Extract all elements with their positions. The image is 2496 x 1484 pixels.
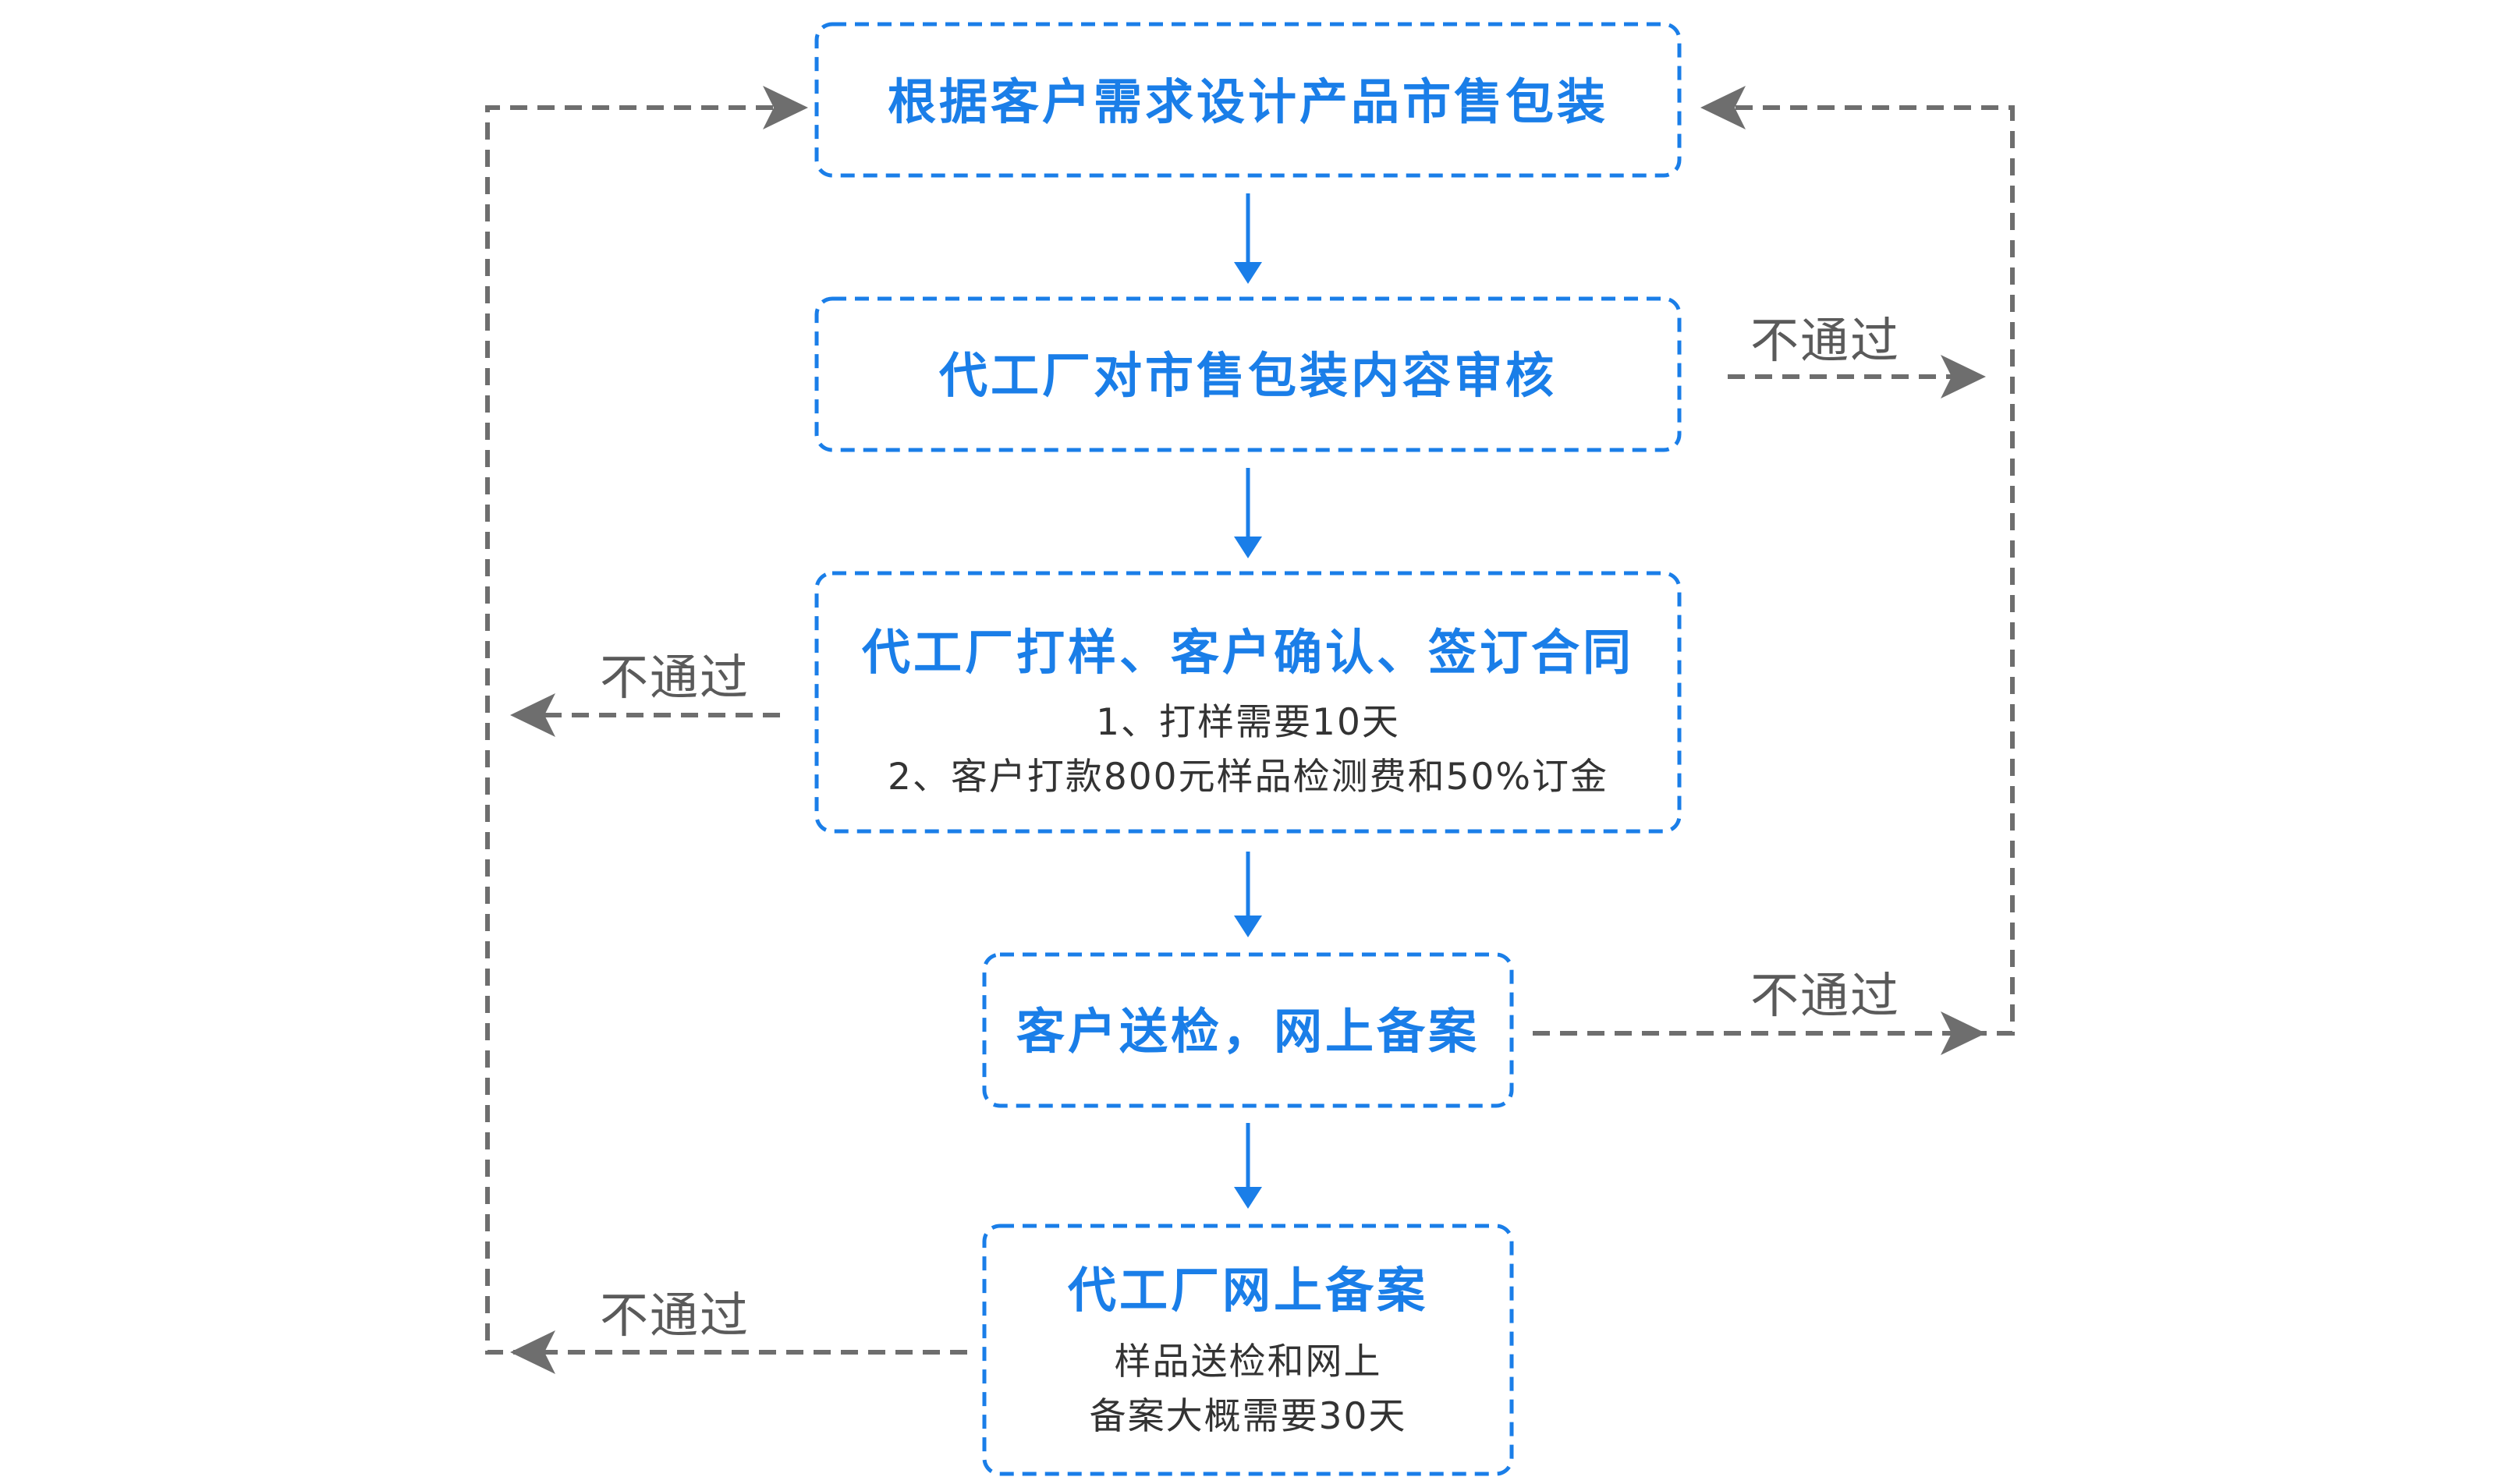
step-title: 代工厂打样、客户确认、签订合同: [861, 624, 1634, 681]
step-note: 1、打样需要10天: [1096, 701, 1400, 744]
step-customer-inspection: 客户送检，网上备案: [982, 952, 1514, 1108]
flow-arrow-1: [1234, 193, 1262, 284]
reject-label-right-2: 不通过: [1750, 967, 1900, 1024]
flow-arrow-2: [1234, 468, 1262, 558]
step-factory-registration: 代工厂网上备案 样品送检和网上 备案大概需要30天: [982, 1224, 1514, 1476]
step-title: 代工厂对市售包装内容审核: [938, 347, 1557, 404]
step-title: 客户送检，网上备案: [1016, 1003, 1480, 1060]
step-sample-contract: 代工厂打样、客户确认、签订合同 1、打样需要10天 2、客户打款800元样品检测…: [814, 571, 1682, 834]
step-note: 2、客户打款800元样品检测费和50%订金: [888, 756, 1608, 799]
step-title: 根据客户需求设计产品市售包装: [888, 73, 1608, 130]
flow-arrow-3: [1234, 852, 1262, 937]
left-reject-loop: [485, 86, 967, 1374]
reject-label-right-1: 不通过: [1750, 312, 1900, 369]
step-content-review: 代工厂对市售包装内容审核: [814, 296, 1682, 452]
step-design-packaging: 根据客户需求设计产品市售包装: [814, 22, 1682, 178]
right-reject-loop: [1533, 86, 2015, 1055]
reject-label-left-2: 不通过: [600, 1287, 750, 1344]
reject-label-left-1: 不通过: [600, 649, 750, 706]
step-note: 备案大概需要30天: [1090, 1395, 1407, 1438]
step-note: 样品送检和网上: [1115, 1341, 1382, 1383]
flow-arrow-4: [1234, 1123, 1262, 1209]
step-title: 代工厂网上备案: [1067, 1262, 1428, 1319]
